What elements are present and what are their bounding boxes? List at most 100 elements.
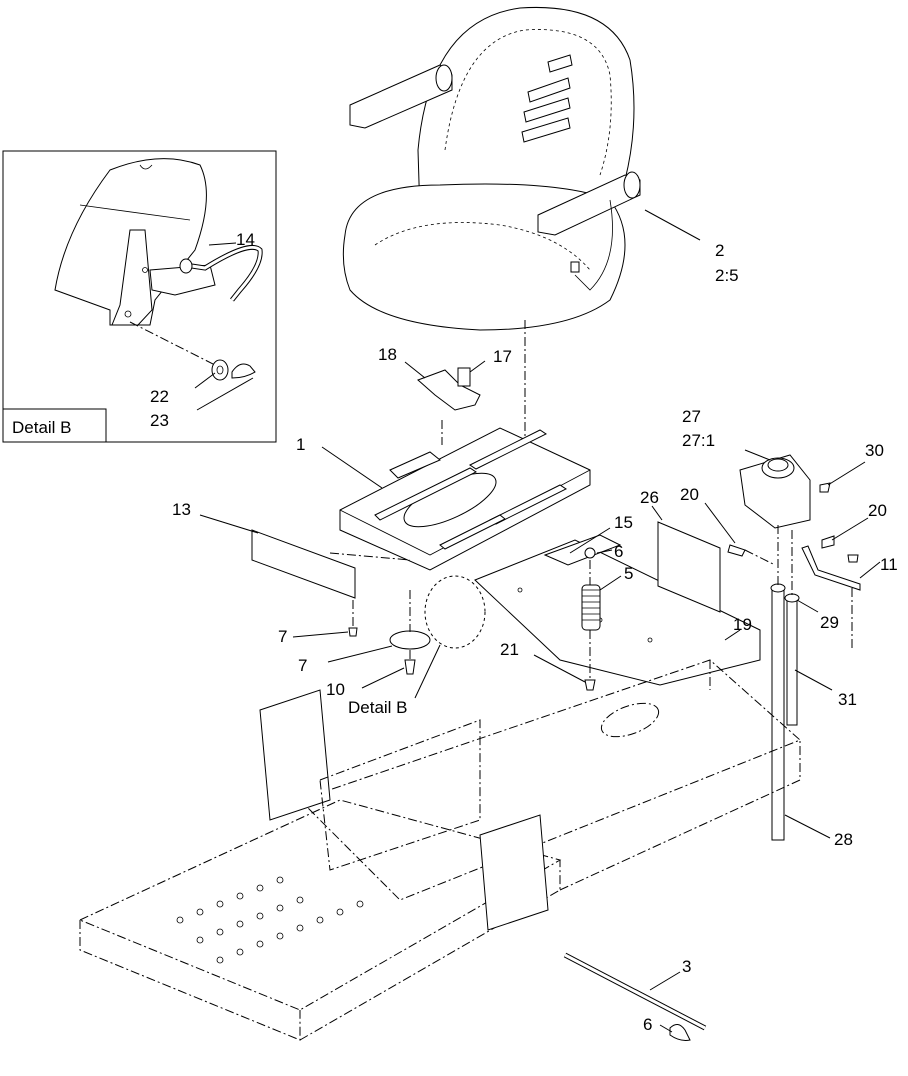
- leader-5: [659, 1024, 673, 1033]
- leader-1: [321, 446, 383, 489]
- detail-b-title-box: [2, 408, 107, 443]
- hose-31: [786, 599, 798, 726]
- bracket-plate: [657, 521, 721, 613]
- leader-13: [859, 561, 881, 579]
- detail-b-title: Detail B: [12, 418, 72, 437]
- detail-fender-edge: [79, 204, 191, 221]
- frame-bracket-right: [479, 814, 549, 931]
- detail-bracket-hole: [124, 310, 132, 318]
- seat-assembly: [342, 6, 701, 470]
- clamp-29: [784, 593, 800, 603]
- callout-23: 23: [150, 411, 169, 430]
- hoses: [770, 525, 833, 841]
- leader-17: [469, 360, 486, 373]
- callout-26: 26: [640, 488, 659, 507]
- washer-10: [389, 630, 431, 650]
- mount-plate-body: [474, 539, 761, 686]
- seat-vent: [527, 77, 571, 103]
- leader-3: [649, 971, 681, 991]
- leader-22: [194, 372, 216, 389]
- leader-14: [199, 514, 259, 534]
- detail-bracket: [111, 229, 153, 326]
- seat-pan: [321, 420, 591, 571]
- spring: [581, 584, 601, 631]
- callout-1: 1: [296, 435, 305, 454]
- footdeck-holes: [176, 876, 364, 964]
- mower-frame: [78, 659, 801, 1041]
- frame-bracket-left: [259, 689, 331, 821]
- callout-17: 17: [493, 347, 512, 366]
- latch-spring: [457, 367, 471, 387]
- callout-27: 27: [682, 407, 701, 426]
- leader-16: [569, 527, 611, 554]
- seat-vent: [547, 54, 573, 73]
- leader-20b: [831, 517, 869, 541]
- detail-b-frame: [2, 150, 277, 443]
- screw-20a: [727, 544, 746, 557]
- bolt-21: [584, 679, 596, 691]
- leader-7a: [292, 631, 349, 638]
- callout-2-5: 2:5: [715, 266, 739, 285]
- leader-6: [599, 575, 622, 591]
- side-panel-plate: [251, 529, 356, 599]
- leader-21: [533, 654, 586, 683]
- leader-20a: [704, 502, 736, 544]
- pan-hardware: [292, 575, 486, 699]
- leader-11: [361, 667, 405, 689]
- callout-10: 7: [298, 656, 307, 675]
- leader-19: [724, 629, 741, 641]
- frame-top: [299, 659, 801, 901]
- leader-23: [196, 377, 254, 411]
- clamp-29: [770, 583, 786, 593]
- detail-clip: [231, 363, 256, 379]
- seat-armrest-right: [537, 174, 641, 236]
- leader-28: [784, 814, 831, 839]
- callout-6: 5: [624, 564, 633, 583]
- callout-detail-b: Detail B: [348, 698, 408, 717]
- callout-21: 21: [500, 640, 519, 659]
- bracket-13: [801, 517, 881, 650]
- leader-26: [651, 505, 663, 521]
- callout-16: 15: [614, 513, 633, 532]
- rod-assembly: [563, 952, 707, 1041]
- detail-b-inset: Detail B: [2, 150, 277, 443]
- bolt-11: [404, 659, 416, 675]
- seat-pan-hinge: [389, 451, 441, 479]
- spring-assembly: [533, 547, 622, 691]
- bracket-13-body: [801, 545, 861, 591]
- callout-5: 6: [643, 1015, 652, 1034]
- reservoir-tank: [739, 454, 811, 529]
- callout-29: 29: [820, 613, 839, 632]
- seat-armrest-left: [349, 64, 453, 129]
- callout-11: 10: [326, 680, 345, 699]
- callout-19: 19: [733, 615, 752, 634]
- callout-13: 11: [880, 555, 898, 574]
- mount-plate: [474, 527, 761, 686]
- callout-31: 31: [838, 690, 857, 709]
- callout-28: 28: [834, 830, 853, 849]
- side-panel: [199, 514, 411, 599]
- callout-3: 3: [682, 957, 691, 976]
- pin-5: [669, 1024, 691, 1041]
- callout-27-1: 27:1: [682, 431, 715, 450]
- callout-2: 2: [715, 241, 724, 260]
- detail-centerline: [129, 321, 216, 366]
- leader-7b: [596, 549, 613, 554]
- callout-7b: 6: [614, 542, 623, 561]
- callout-18: 18: [378, 345, 397, 364]
- callout-15: 14: [236, 230, 255, 249]
- callout-20b: 20: [868, 501, 887, 520]
- detail-pin-head: [179, 258, 193, 274]
- leader-31: [794, 669, 833, 691]
- hose-28: [771, 589, 785, 841]
- callout-14: 13: [172, 500, 191, 519]
- callout-30: 30: [865, 441, 884, 460]
- detail-fender-notch: [139, 164, 153, 170]
- leader-30: [827, 461, 866, 486]
- seat-vent: [523, 97, 571, 123]
- leader-2: [644, 209, 701, 241]
- nut-7a: [348, 627, 358, 637]
- detail-bracket-hole: [142, 267, 148, 273]
